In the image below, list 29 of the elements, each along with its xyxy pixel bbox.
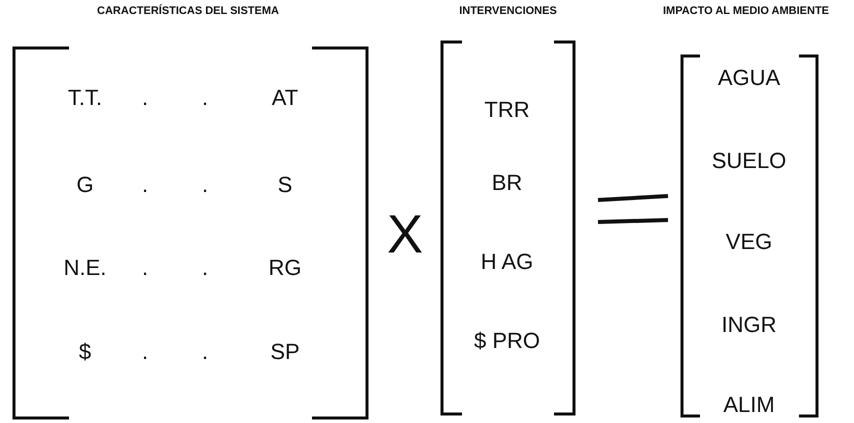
matrix-entry: SUELO <box>712 148 786 174</box>
matrix-entry: BR <box>492 170 522 196</box>
matrix-entry: VEG <box>726 230 772 254</box>
multiplication-sign: X <box>386 205 424 265</box>
ellipsis-dot: . <box>202 256 208 280</box>
matrix-entry: N.E. <box>64 256 106 280</box>
ellipsis-dot: . <box>142 340 148 364</box>
column-heading: CARACTERÍSTICAS DEL SISTEMA <box>97 4 279 18</box>
matrix-entry: INGR <box>722 312 776 338</box>
matrix-entry: $ PRO <box>474 328 540 354</box>
matrix-entry: H AG <box>480 250 534 274</box>
matrix-entry: TRR <box>484 98 530 122</box>
column-heading: IMPACTO AL MEDIO AMBIENTE <box>662 4 830 18</box>
matrix-entry: S <box>278 172 292 198</box>
matrix-entry: SP <box>270 340 300 364</box>
matrix-entry: AT <box>272 86 298 110</box>
ellipsis-dot: . <box>142 172 148 198</box>
ellipsis-dot: . <box>202 86 208 110</box>
matrix-entry: ALIM <box>723 392 775 418</box>
matrix-entry: AGUA <box>718 66 780 90</box>
matrix-entry: T.T. <box>68 86 102 110</box>
matrix-entry: RG <box>268 256 302 280</box>
matrix-entry: $ <box>78 340 92 364</box>
ellipsis-dot: . <box>202 340 208 364</box>
ellipsis-dot: . <box>202 172 208 198</box>
column-heading: INTERVENCIONES <box>459 4 557 18</box>
ellipsis-dot: . <box>142 256 148 280</box>
matrix-entry: G <box>76 172 94 198</box>
ellipsis-dot: . <box>142 86 148 110</box>
